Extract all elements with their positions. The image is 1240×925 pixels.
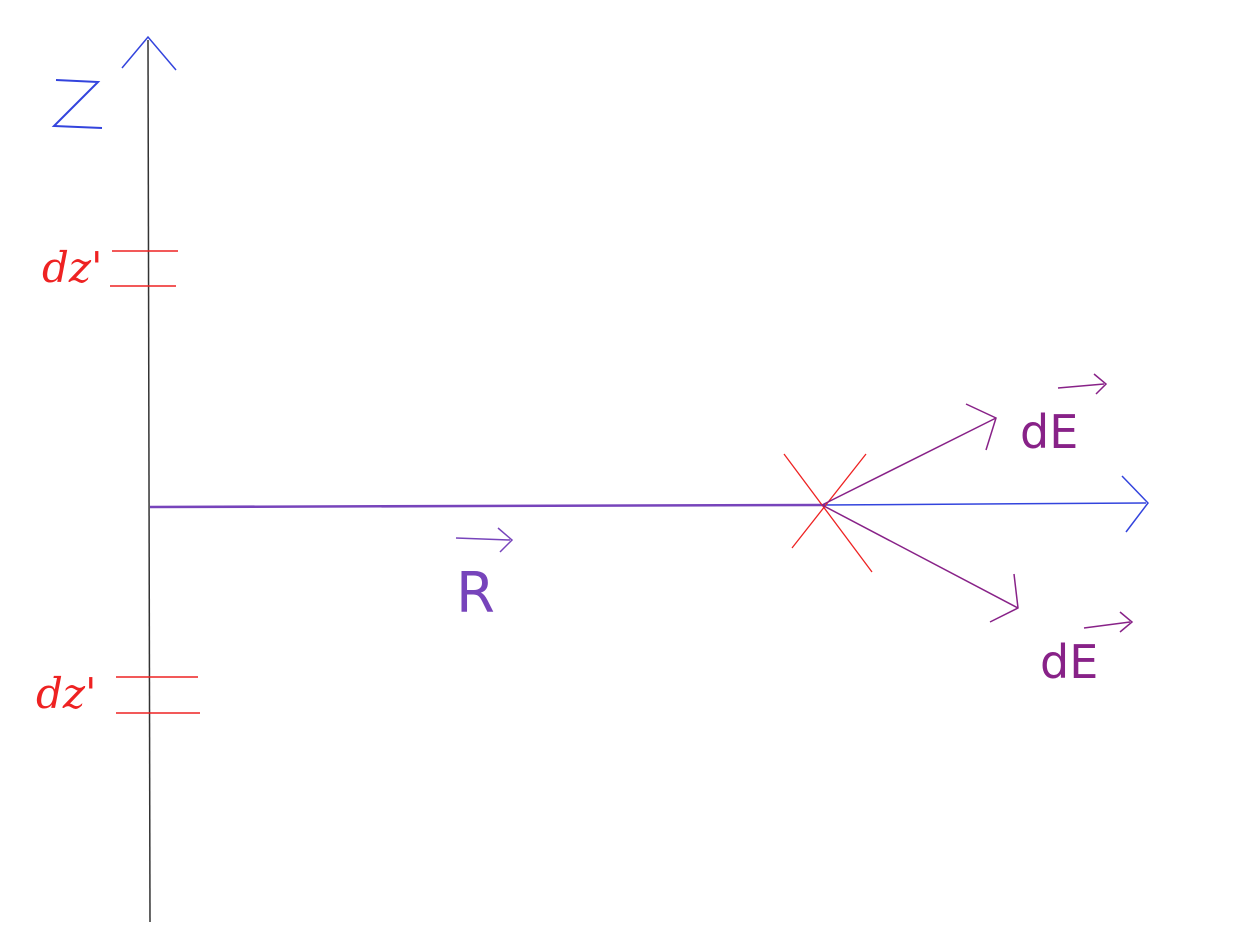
x-axis-arrowhead <box>1121 475 1149 533</box>
de-top-label: dE <box>1020 405 1078 459</box>
de-bottom-label-group: dE <box>1040 611 1134 689</box>
z-axis-arrowhead <box>121 35 177 71</box>
r-vector-label: R <box>456 561 495 626</box>
de-bottom-label: dE <box>1040 635 1098 689</box>
de-top-arrowhead <box>965 403 997 451</box>
r-vector-line <box>149 503 823 509</box>
de-top-label-group: dE <box>1020 373 1108 459</box>
z-axis-line <box>147 39 151 923</box>
field-point-cross-a <box>783 453 873 573</box>
r-vector-label-group: R <box>455 527 514 626</box>
de-bottom-vector <box>821 504 1019 609</box>
de-top-vector <box>821 417 997 506</box>
x-axis-line <box>821 502 1147 506</box>
dz-top-label: dz' <box>42 243 103 292</box>
dz-bottom-label: dz' <box>36 669 97 718</box>
z-axis-label: Z <box>52 70 94 143</box>
de-bottom-arrowhead <box>989 573 1019 623</box>
z-axis-label-group: Z <box>51 70 103 143</box>
